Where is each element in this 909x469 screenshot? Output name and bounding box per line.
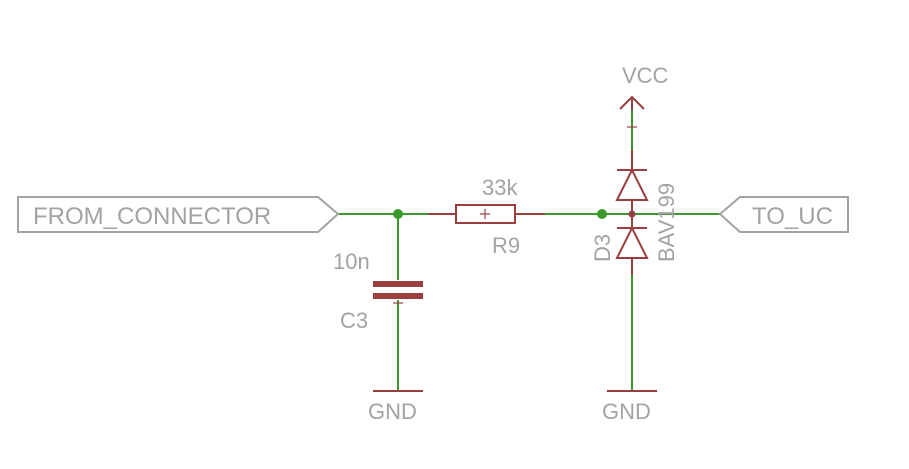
capacitor-plate-bottom xyxy=(373,293,423,299)
diode-value: BAV199 xyxy=(654,183,679,262)
vcc-label: VCC xyxy=(622,63,669,88)
junction-left xyxy=(393,209,403,219)
diode-d3[interactable]: D3 BAV199 xyxy=(590,150,679,275)
capacitor-value: 10n xyxy=(333,249,370,274)
resistor-r9[interactable]: 33k R9 xyxy=(428,175,545,258)
port-to-uc[interactable]: TO_UC xyxy=(718,196,849,233)
diode-lower-triangle xyxy=(615,225,649,259)
capacitor-plate-top xyxy=(373,281,423,287)
ground-symbol-left[interactable]: GND xyxy=(368,390,423,424)
resistor-value: 33k xyxy=(482,175,518,200)
resistor-body xyxy=(455,204,516,224)
capacitor-designator: C3 xyxy=(340,308,368,333)
ground-symbol-right[interactable]: GND xyxy=(602,390,657,424)
diode-upper-triangle xyxy=(615,167,649,201)
port-to-uc-outline xyxy=(718,196,849,233)
junction-right xyxy=(597,209,607,219)
diode-designator: D3 xyxy=(590,234,615,262)
port-to-uc-label: TO_UC xyxy=(752,203,833,230)
vcc-arrow-head xyxy=(619,95,645,110)
port-from-connector[interactable]: FROM_CONNECTOR xyxy=(17,196,340,233)
resistor-designator: R9 xyxy=(492,233,520,258)
ground-left-label: GND xyxy=(368,399,417,424)
vcc-supply-symbol[interactable]: VCC xyxy=(619,63,669,128)
ground-right-label: GND xyxy=(602,399,651,424)
port-from-connector-outline xyxy=(17,196,340,233)
capacitor-c3[interactable]: 10n C3 xyxy=(333,249,423,333)
port-from-connector-label: FROM_CONNECTOR xyxy=(33,203,271,230)
